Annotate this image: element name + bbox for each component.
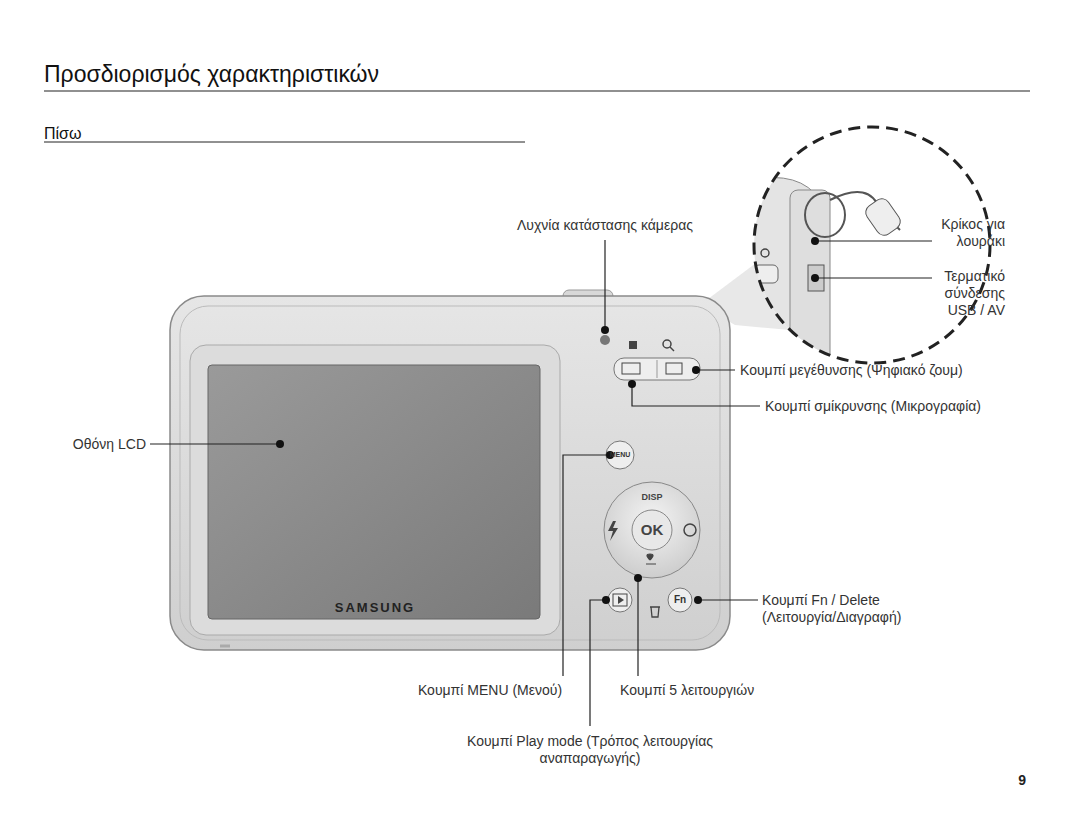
part-label: Οθόνη LCD (73, 436, 146, 453)
part-label: Τερματικό σύνδεσης USB / AV (933, 268, 1005, 319)
button-text: MENU (610, 451, 631, 459)
part-label: Κουμπί σμίκρυνσης (Μικρογραφία) (765, 398, 981, 415)
part-label: Κουμπί 5 λειτουργιών (620, 682, 754, 699)
part-label: Κουμπί Fn / Delete (Λειτουργία/Διαγραφή) (762, 592, 937, 626)
part-label: Κρίκος για λουράκι (925, 216, 1005, 250)
button-text: OK (641, 521, 664, 539)
part-label: Λυχνία κατάστασης κάμερας (517, 217, 693, 234)
button-text: DISP (641, 492, 662, 503)
part-label: Κουμπί MENU (Μενού) (418, 682, 562, 699)
part-label: Κουμπί μεγέθυνσης (Ψηφιακό ζουμ) (740, 362, 963, 379)
brand-logo: SAMSUNG (335, 600, 415, 616)
page-title: Προσδιορισμός χαρακτηριστικών (44, 60, 379, 88)
page-number: 9 (1018, 772, 1026, 789)
section-heading: Πίσω (44, 124, 81, 143)
button-text: Fn (674, 594, 686, 606)
part-label: Κουμπί Play mode (Τρόπος λειτουργίας ανα… (463, 733, 718, 767)
